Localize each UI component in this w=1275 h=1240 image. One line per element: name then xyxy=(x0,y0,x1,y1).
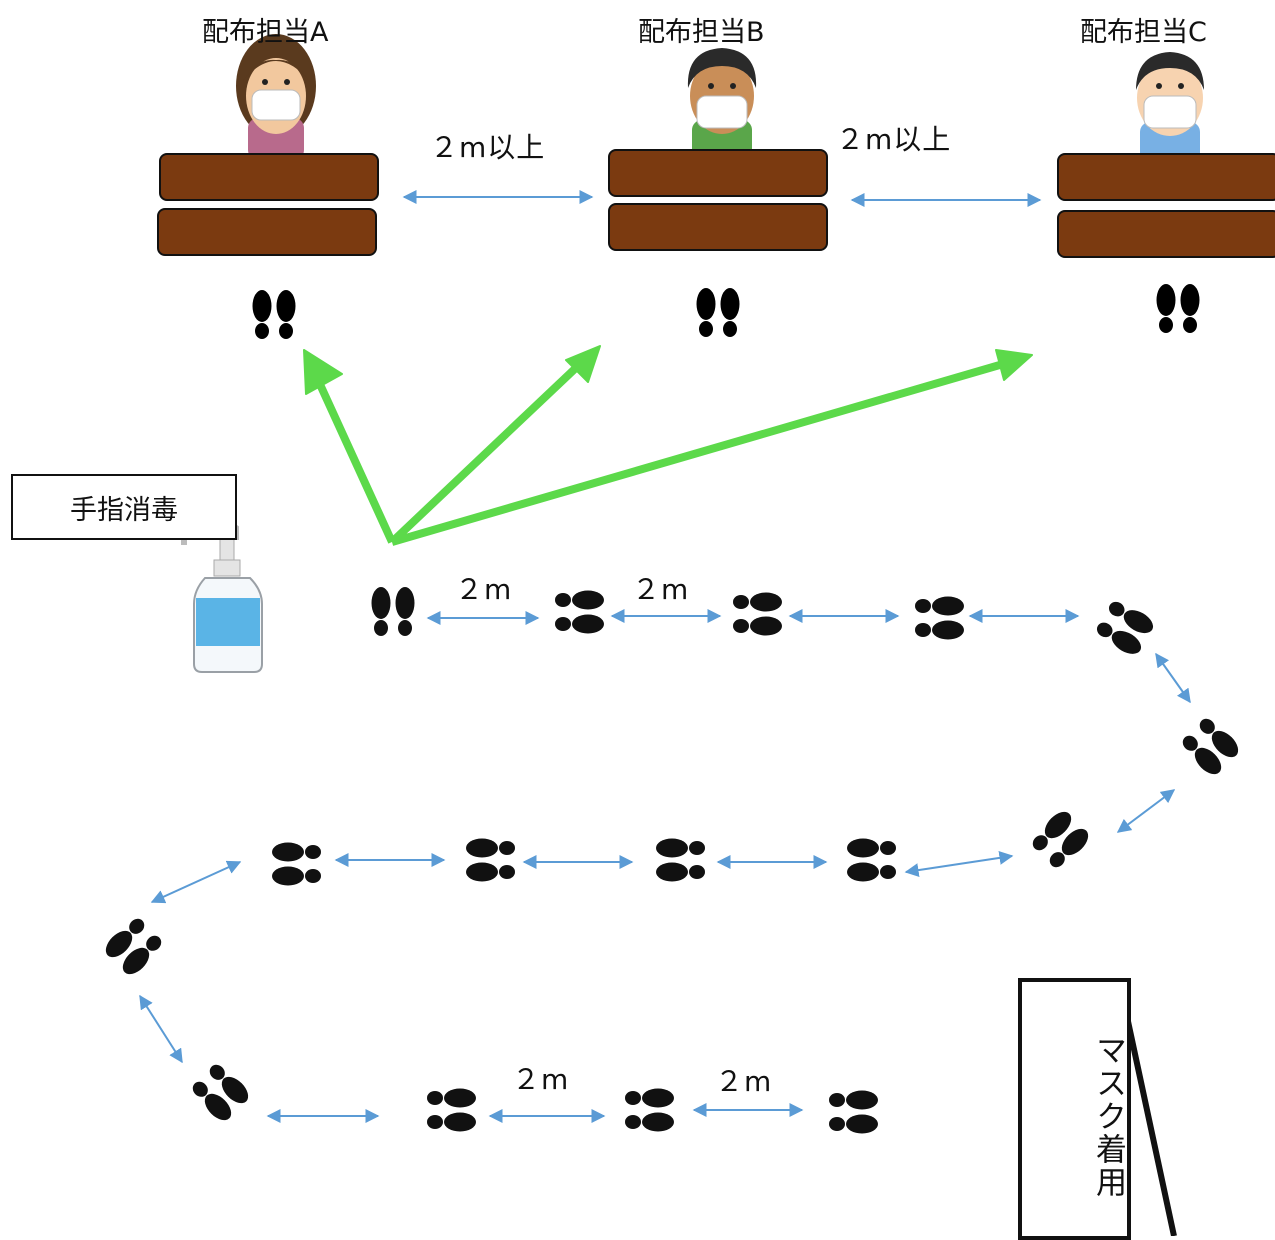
table-c xyxy=(1057,153,1275,258)
staff-b-person-icon xyxy=(687,48,757,160)
queue-spacing-label: ２m xyxy=(512,1063,570,1096)
mask-icon xyxy=(1143,95,1197,129)
sanitizer-label: 手指消毒 xyxy=(70,494,178,526)
footprint-icon xyxy=(656,838,705,882)
table-spacing-label: ２m以上 xyxy=(430,131,546,164)
footprint-icon xyxy=(625,1088,674,1132)
footprint-icon xyxy=(187,1059,254,1126)
footprint-icon xyxy=(555,590,604,634)
footprint-icon xyxy=(696,288,740,337)
sanitizer-bottle-icon xyxy=(181,520,263,673)
queue-spacing-arrows xyxy=(139,609,1191,1123)
footprint-icon xyxy=(1156,284,1200,333)
mask-sign-stand xyxy=(1123,1011,1177,1236)
staff-b-label: 配布担当B xyxy=(638,17,765,48)
queue-spacing-label: ２m xyxy=(455,573,513,606)
footprint-icon xyxy=(427,1088,476,1132)
footprint-icon xyxy=(1027,806,1094,873)
staff-a-label: 配布担当A xyxy=(202,17,329,48)
staff-c-person-icon xyxy=(1136,52,1204,166)
footprint-icon xyxy=(252,290,296,339)
footprint-icon xyxy=(100,913,167,980)
staff-a-person-icon xyxy=(236,34,316,160)
footprint-icon xyxy=(371,587,415,636)
queue-spacing-label: ２m xyxy=(632,573,690,606)
mask-icon xyxy=(251,89,301,121)
table-spacing-label: ２m以上 xyxy=(836,123,952,156)
footprint-icon xyxy=(466,838,515,882)
footprint-icon xyxy=(1093,596,1157,659)
guide-arrows xyxy=(303,345,1033,546)
mask-icon xyxy=(696,95,748,129)
mask-sign-label: マスク着用 xyxy=(1090,1034,1126,1199)
sanitizer-sign: 手指消毒 xyxy=(11,474,237,540)
footprint-icon xyxy=(1177,713,1244,780)
mask-sign: マスク着用 xyxy=(1018,978,1131,1240)
table-a xyxy=(157,153,379,256)
table-b xyxy=(608,149,828,251)
queue-spacing-label: ２m xyxy=(715,1065,773,1098)
footprint-icon xyxy=(272,842,321,886)
spacing-arrow xyxy=(402,190,1042,207)
footprint-icon xyxy=(829,1090,878,1134)
footprint-icon xyxy=(915,596,964,640)
footprint-icon xyxy=(847,838,896,882)
staff-c-label: 配布担当C xyxy=(1080,17,1207,48)
footprint-icon xyxy=(733,592,782,636)
